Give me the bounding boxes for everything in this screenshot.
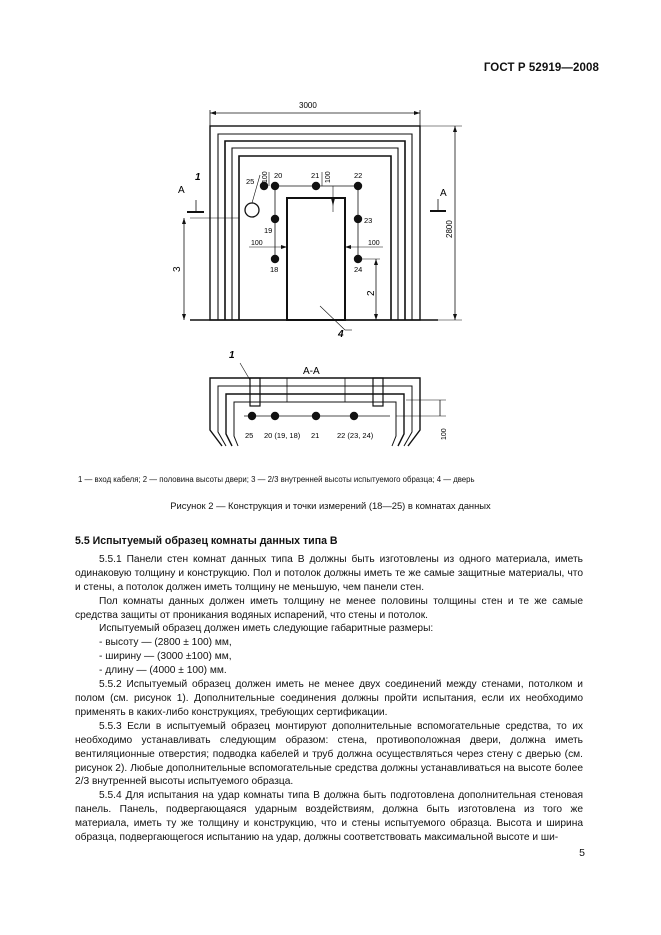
point-label-25: 25 [246,177,254,186]
figure-caption: Рисунок 2 — Конструкция и точки измерени… [170,500,491,511]
callout-2: 2 [366,290,377,296]
point-label-21: 21 [311,171,319,180]
document-number: ГОСТ Р 52919—2008 [483,62,599,74]
measurement-points-elevation [259,181,363,264]
callout-1-elevation: 1 [195,172,201,183]
callout-1-section: 1 [229,350,235,361]
width-dimension-label: 3000 [299,101,317,110]
measurement-points-section [247,411,359,421]
section-point-25: 25 [245,431,253,440]
dimension-label-100-right: 100 [368,240,380,247]
dimension-label-100-top-left: 100 [262,171,269,183]
section-point-20: 20 (19, 18) [264,431,301,440]
point-label-19: 19 [264,226,272,235]
figure-2: 3000 2800 25 20 21 22 19 23 18 24 100 10… [172,101,462,447]
height-dimension-label: 2800 [445,220,454,238]
section-heading: 5.5 Испытуемый образец комнаты данных ти… [75,535,338,547]
point-label-23: 23 [364,216,372,225]
section-mark-left: А [178,185,185,196]
paragraph-5-5-1: 5.5.1 Панели стен комнат данных типа B д… [75,553,583,593]
list-item: длину — (4000 ± 100) мм. [99,664,583,678]
callout-3: 3 [172,266,183,272]
paragraph-floor: Пол комнаты данных должен иметь толщину … [75,595,583,621]
figure-legend: 1 — вход кабеля; 2 — половина высоты две… [78,475,475,484]
paragraph-5-5-4: 5.5.4 Для испытания на удар комнаты типа… [75,790,583,844]
point-label-18: 18 [270,265,278,274]
elevation-view [182,110,462,331]
construction-drawing: 3000 2800 25 20 21 22 19 23 18 24 100 10… [172,101,462,447]
list-item: высоту — (2800 ± 100) мм, [99,636,583,650]
point-label-22: 22 [354,171,362,180]
section-mark-right: А [440,188,447,199]
callout-4: 4 [337,329,344,340]
paragraph-dimensions: Испытуемый образец должен иметь следующи… [99,623,434,635]
point-label-20: 20 [274,171,282,180]
section-point-22: 22 (23, 24) [337,431,374,440]
dimension-label-100-top-center: 100 [325,171,332,183]
paragraph-5-5-2: 5.5.2 Испытуемый образец должен иметь не… [75,679,583,718]
dimension-label-100-left: 100 [251,240,263,247]
section-point-21: 21 [311,431,319,440]
section-title: А-А [303,366,320,377]
page-number: 5 [579,847,585,859]
list-item: ширину — (3000 ±100) мм, [99,650,583,664]
section-view [209,362,446,447]
point-label-24: 24 [354,265,362,274]
paragraph-5-5-3: 5.5.3 Если в испытуемый образец монтирую… [75,720,583,788]
dimensions-list: высоту — (2800 ± 100) мм, ширину — (3000… [75,636,583,678]
section-dimension-100: 100 [441,428,448,440]
section-5-5: 5.5 Испытуемый образец комнаты данных ти… [75,535,583,845]
